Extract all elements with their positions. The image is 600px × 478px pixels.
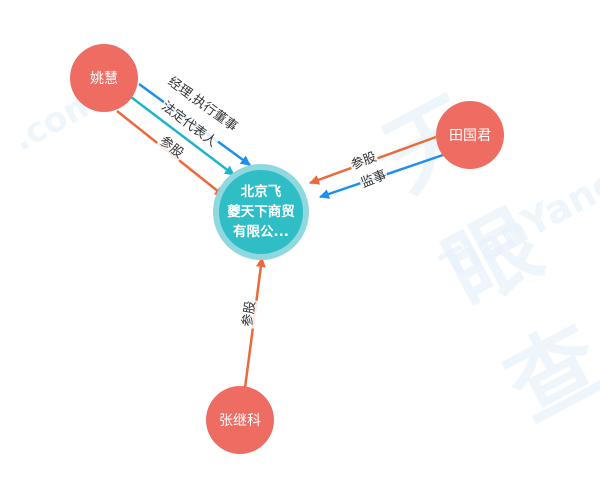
person-name: 张继科	[219, 413, 261, 429]
person-name: 姚慧	[90, 71, 118, 87]
person-node-zhang[interactable]: 张继科	[206, 386, 274, 454]
company-name: 北京飞 夔天下商贸 有限公...	[227, 184, 295, 240]
person-node-yao[interactable]: 姚慧	[70, 44, 138, 112]
company-node[interactable]: 北京飞 夔天下商贸 有限公...	[219, 170, 303, 254]
edge-yao-legal-rep[interactable]	[130, 96, 235, 176]
person-name: 田国君	[449, 128, 491, 144]
person-node-tian[interactable]: 田国君	[436, 101, 504, 169]
